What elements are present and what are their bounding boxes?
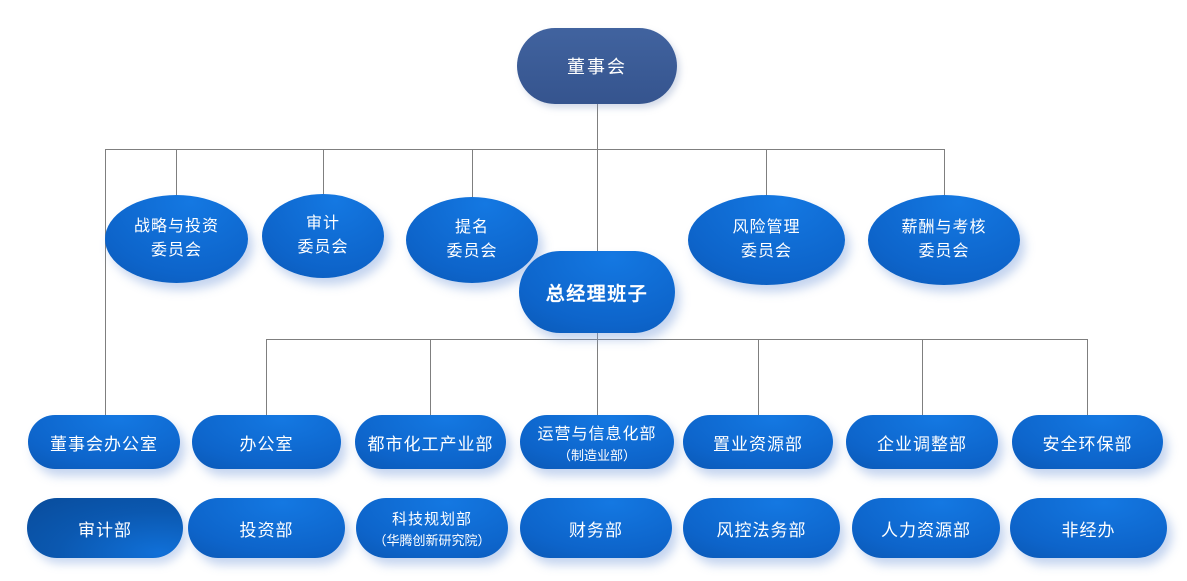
org-node-operations-informatization-dept: 运营与信息化部 （制造业部） bbox=[520, 415, 674, 469]
node-label: 总经理班子 bbox=[545, 283, 649, 305]
node-label: 战略与投资 委员会 bbox=[133, 218, 219, 259]
node-sub-label: （华腾创新研究院） bbox=[373, 532, 491, 548]
node-label: 风控法务部 bbox=[716, 520, 807, 540]
connector-drop-dept-enterprise-adjust bbox=[922, 339, 923, 416]
node-label: 财务部 bbox=[569, 520, 623, 540]
connector-drop-dept-office bbox=[266, 339, 267, 416]
org-node-office: 办公室 bbox=[192, 415, 341, 469]
node-label: 风险管理 委员会 bbox=[732, 219, 801, 260]
connector-drop-dept-operations bbox=[597, 339, 598, 416]
org-node-enterprise-adjustment-dept: 企业调整部 bbox=[846, 415, 998, 469]
org-node-nomination-committee: 提名 委员会 bbox=[406, 197, 538, 283]
org-node-risk-control-legal-dept: 风控法务部 bbox=[683, 498, 840, 558]
connector-drop-dept-safety-env bbox=[1087, 339, 1088, 416]
org-node-property-resources-dept: 置业资源部 bbox=[683, 415, 833, 469]
connector-drop-committee-4 bbox=[766, 149, 767, 196]
connector-level2-horizontal bbox=[266, 339, 1087, 340]
connector-drop-committee-3 bbox=[472, 149, 473, 198]
org-node-general-manager-team: 总经理班子 bbox=[519, 251, 675, 333]
connector-drop-dept-property bbox=[758, 339, 759, 416]
node-label: 都市化工产业部 bbox=[367, 434, 494, 454]
node-label: 办公室 bbox=[239, 434, 294, 454]
org-node-human-resources-dept: 人力资源部 bbox=[852, 498, 1000, 558]
org-node-board-of-directors: 董事会 bbox=[517, 28, 677, 104]
node-label: 投资部 bbox=[239, 520, 294, 540]
node-label: 董事会 bbox=[567, 57, 627, 77]
org-node-safety-environment-dept: 安全环保部 bbox=[1012, 415, 1163, 469]
org-node-audit-dept: 审计部 bbox=[27, 498, 183, 558]
org-node-audit-committee: 审计 委员会 bbox=[262, 194, 384, 278]
connector-left-vertical-board-office bbox=[105, 149, 106, 416]
connector-drop-committee-2 bbox=[323, 149, 324, 195]
node-label: 人力资源部 bbox=[881, 520, 971, 540]
org-node-finance-dept: 财务部 bbox=[520, 498, 672, 558]
org-node-remuneration-assessment-committee: 薪酬与考核 委员会 bbox=[868, 195, 1020, 285]
node-label: 安全环保部 bbox=[1042, 434, 1133, 454]
org-node-strategy-investment-committee: 战略与投资 委员会 bbox=[105, 195, 248, 283]
connector-drop-dept-urban-chemical bbox=[430, 339, 431, 416]
node-label: 董事会办公室 bbox=[50, 434, 158, 454]
node-label: 非经办 bbox=[1061, 520, 1116, 540]
node-label: 运营与信息化部 bbox=[537, 426, 657, 443]
node-label: 薪酬与考核 委员会 bbox=[901, 219, 987, 260]
node-label: 科技规划部 bbox=[391, 511, 472, 528]
org-node-risk-management-committee: 风险管理 委员会 bbox=[688, 195, 845, 285]
node-label: 企业调整部 bbox=[877, 434, 967, 454]
connector-gm-bottom bbox=[597, 332, 598, 339]
connector-level1-horizontal bbox=[105, 149, 945, 150]
org-node-board-office: 董事会办公室 bbox=[28, 415, 180, 469]
org-node-investment-dept: 投资部 bbox=[188, 498, 345, 558]
connector-board-vertical bbox=[597, 103, 598, 252]
org-node-non-operating-office: 非经办 bbox=[1010, 498, 1167, 558]
node-label: 提名 委员会 bbox=[446, 219, 498, 260]
org-node-science-tech-planning-dept: 科技规划部 （华腾创新研究院） bbox=[356, 498, 508, 558]
connector-drop-committee-5 bbox=[944, 149, 945, 196]
org-node-urban-chemical-industry-dept: 都市化工产业部 bbox=[355, 415, 506, 469]
node-label: 置业资源部 bbox=[713, 434, 803, 454]
node-sub-label: （制造业部） bbox=[557, 448, 636, 463]
node-label: 审计 委员会 bbox=[297, 215, 349, 256]
connector-drop-committee-1 bbox=[176, 149, 177, 196]
node-label: 审计部 bbox=[78, 520, 132, 540]
